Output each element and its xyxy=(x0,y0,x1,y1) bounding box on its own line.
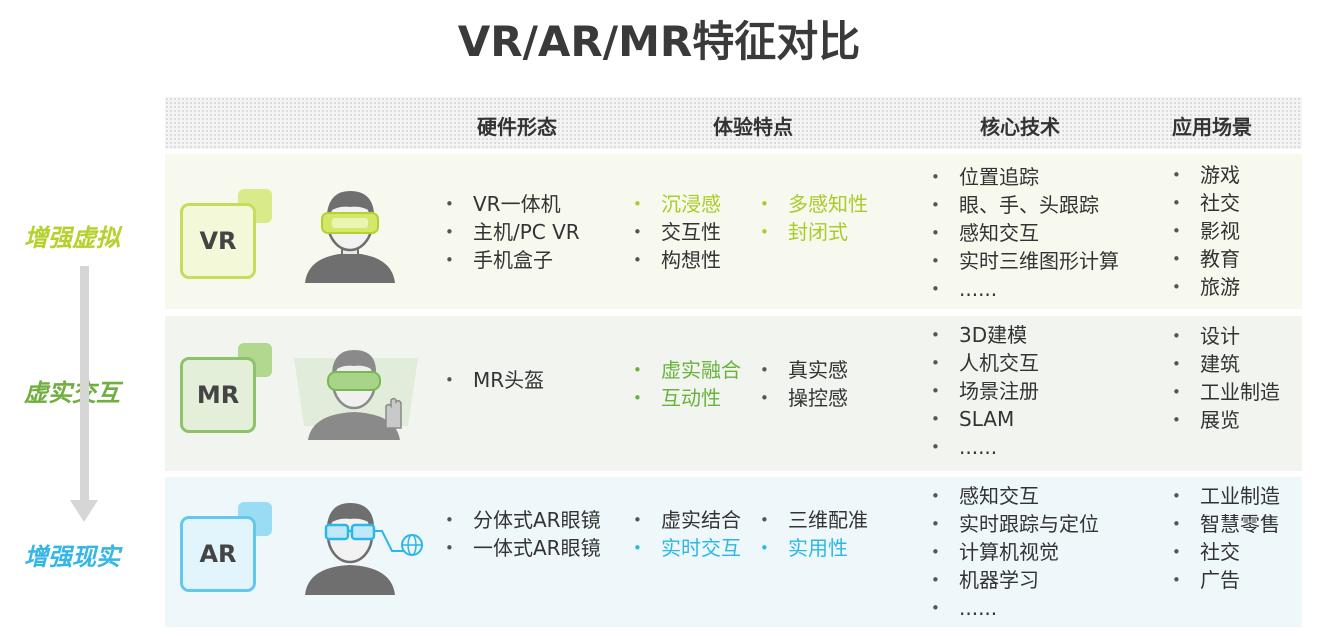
mr-experience-list-1: 虚实融合 互动性 xyxy=(633,356,741,412)
list-item: 操控感 xyxy=(760,384,848,412)
badge-vr: VR xyxy=(180,203,256,279)
list-item: 机器学习 xyxy=(931,566,1099,594)
ar-person-icon xyxy=(305,503,423,595)
list-item: 影视 xyxy=(1172,217,1240,245)
vr-hardware-list: VR一体机 主机/PC VR 手机盒子 xyxy=(445,190,580,274)
list-item: 主机/PC VR xyxy=(445,218,580,246)
list-item: MR头盔 xyxy=(445,366,544,394)
list-item: 实时交互 xyxy=(633,534,741,562)
list-item: 三维配准 xyxy=(760,506,868,534)
vr-experience-list-2: 多感知性 封闭式 xyxy=(760,190,868,246)
list-item: 感知交互 xyxy=(931,219,1119,247)
list-item: 人机交互 xyxy=(931,349,1039,377)
vr-tech-list: 位置追踪 眼、手、头跟踪 感知交互 实时三维图形计算 ...... xyxy=(931,163,1119,303)
column-header-apps: 应用场景 xyxy=(1172,115,1252,139)
down-arrow-shaft xyxy=(80,266,89,502)
vr-headset-icon xyxy=(321,212,379,234)
list-item: ...... xyxy=(931,275,1119,303)
column-header-experience: 体验特点 xyxy=(713,115,793,139)
list-item: 社交 xyxy=(1172,189,1240,217)
list-item: 教育 xyxy=(1172,245,1240,273)
hand-icon xyxy=(385,397,402,429)
ar-glasses-icon xyxy=(324,523,404,552)
list-item: 广告 xyxy=(1172,566,1280,594)
mr-headset-icon xyxy=(327,371,381,391)
page-title: VR/AR/MR特征对比 xyxy=(457,17,861,66)
list-item: 实时三维图形计算 xyxy=(931,247,1119,275)
badge-ar: AR xyxy=(180,516,256,592)
down-arrow-icon xyxy=(70,500,98,522)
badge-mr: MR xyxy=(180,357,256,433)
ar-tech-list: 感知交互 实时跟踪与定位 计算机视觉 机器学习 ...... xyxy=(931,482,1099,622)
list-item: 一体式AR眼镜 xyxy=(445,534,601,562)
list-item: 互动性 xyxy=(633,384,741,412)
list-item: 封闭式 xyxy=(760,218,868,246)
table-header-band xyxy=(165,97,1302,149)
list-item: 场景注册 xyxy=(931,377,1039,405)
list-item: 位置追踪 xyxy=(931,163,1119,191)
list-item: 设计 xyxy=(1172,322,1280,350)
mr-person-icon xyxy=(294,350,418,440)
list-item: 交互性 xyxy=(633,218,721,246)
vr-apps-list: 游戏 社交 影视 教育 旅游 xyxy=(1172,161,1240,301)
list-item: 分体式AR眼镜 xyxy=(445,506,601,534)
column-header-tech: 核心技术 xyxy=(980,115,1060,139)
list-item: 社交 xyxy=(1172,538,1280,566)
list-item: ...... xyxy=(931,433,1039,461)
ar-experience-list-1: 虚实结合 实时交互 xyxy=(633,506,741,562)
list-item: ...... xyxy=(931,594,1099,622)
side-label-vr: 增强虚拟 xyxy=(24,224,120,252)
list-item: 智慧零售 xyxy=(1172,510,1280,538)
list-item: 3D建模 xyxy=(931,321,1039,349)
side-label-ar: 增强现实 xyxy=(24,543,120,571)
list-item: 计算机视觉 xyxy=(931,538,1099,566)
globe-icon xyxy=(401,534,423,556)
list-item: 手机盒子 xyxy=(445,246,580,274)
list-item: SLAM xyxy=(931,405,1039,433)
mr-hardware-list: MR头盔 xyxy=(445,366,544,394)
list-item: 虚实结合 xyxy=(633,506,741,534)
mr-apps-list: 设计 建筑 工业制造 展览 xyxy=(1172,322,1280,434)
list-item: 沉浸感 xyxy=(633,190,721,218)
list-item: 感知交互 xyxy=(931,482,1099,510)
side-label-mr: 虚实交互 xyxy=(24,379,120,407)
list-item: 建筑 xyxy=(1172,350,1280,378)
ar-apps-list: 工业制造 智慧零售 社交 广告 xyxy=(1172,482,1280,594)
ar-hardware-list: 分体式AR眼镜 一体式AR眼镜 xyxy=(445,506,601,562)
list-item: 工业制造 xyxy=(1172,378,1280,406)
list-item: 旅游 xyxy=(1172,273,1240,301)
list-item: 实时跟踪与定位 xyxy=(931,510,1099,538)
list-item: 游戏 xyxy=(1172,161,1240,189)
list-item: 构想性 xyxy=(633,246,721,274)
list-item: 实用性 xyxy=(760,534,868,562)
list-item: 真实感 xyxy=(760,356,848,384)
mr-experience-list-2: 真实感 操控感 xyxy=(760,356,848,412)
ar-experience-list-2: 三维配准 实用性 xyxy=(760,506,868,562)
vr-person-icon xyxy=(305,191,395,283)
column-header-hardware: 硬件形态 xyxy=(477,115,557,139)
list-item: 眼、手、头跟踪 xyxy=(931,191,1119,219)
vr-experience-list-1: 沉浸感 交互性 构想性 xyxy=(633,190,721,274)
list-item: 工业制造 xyxy=(1172,482,1280,510)
list-item: 多感知性 xyxy=(760,190,868,218)
list-item: 展览 xyxy=(1172,406,1280,434)
mr-tech-list: 3D建模 人机交互 场景注册 SLAM ...... xyxy=(931,321,1039,461)
list-item: VR一体机 xyxy=(445,190,580,218)
list-item: 虚实融合 xyxy=(633,356,741,384)
